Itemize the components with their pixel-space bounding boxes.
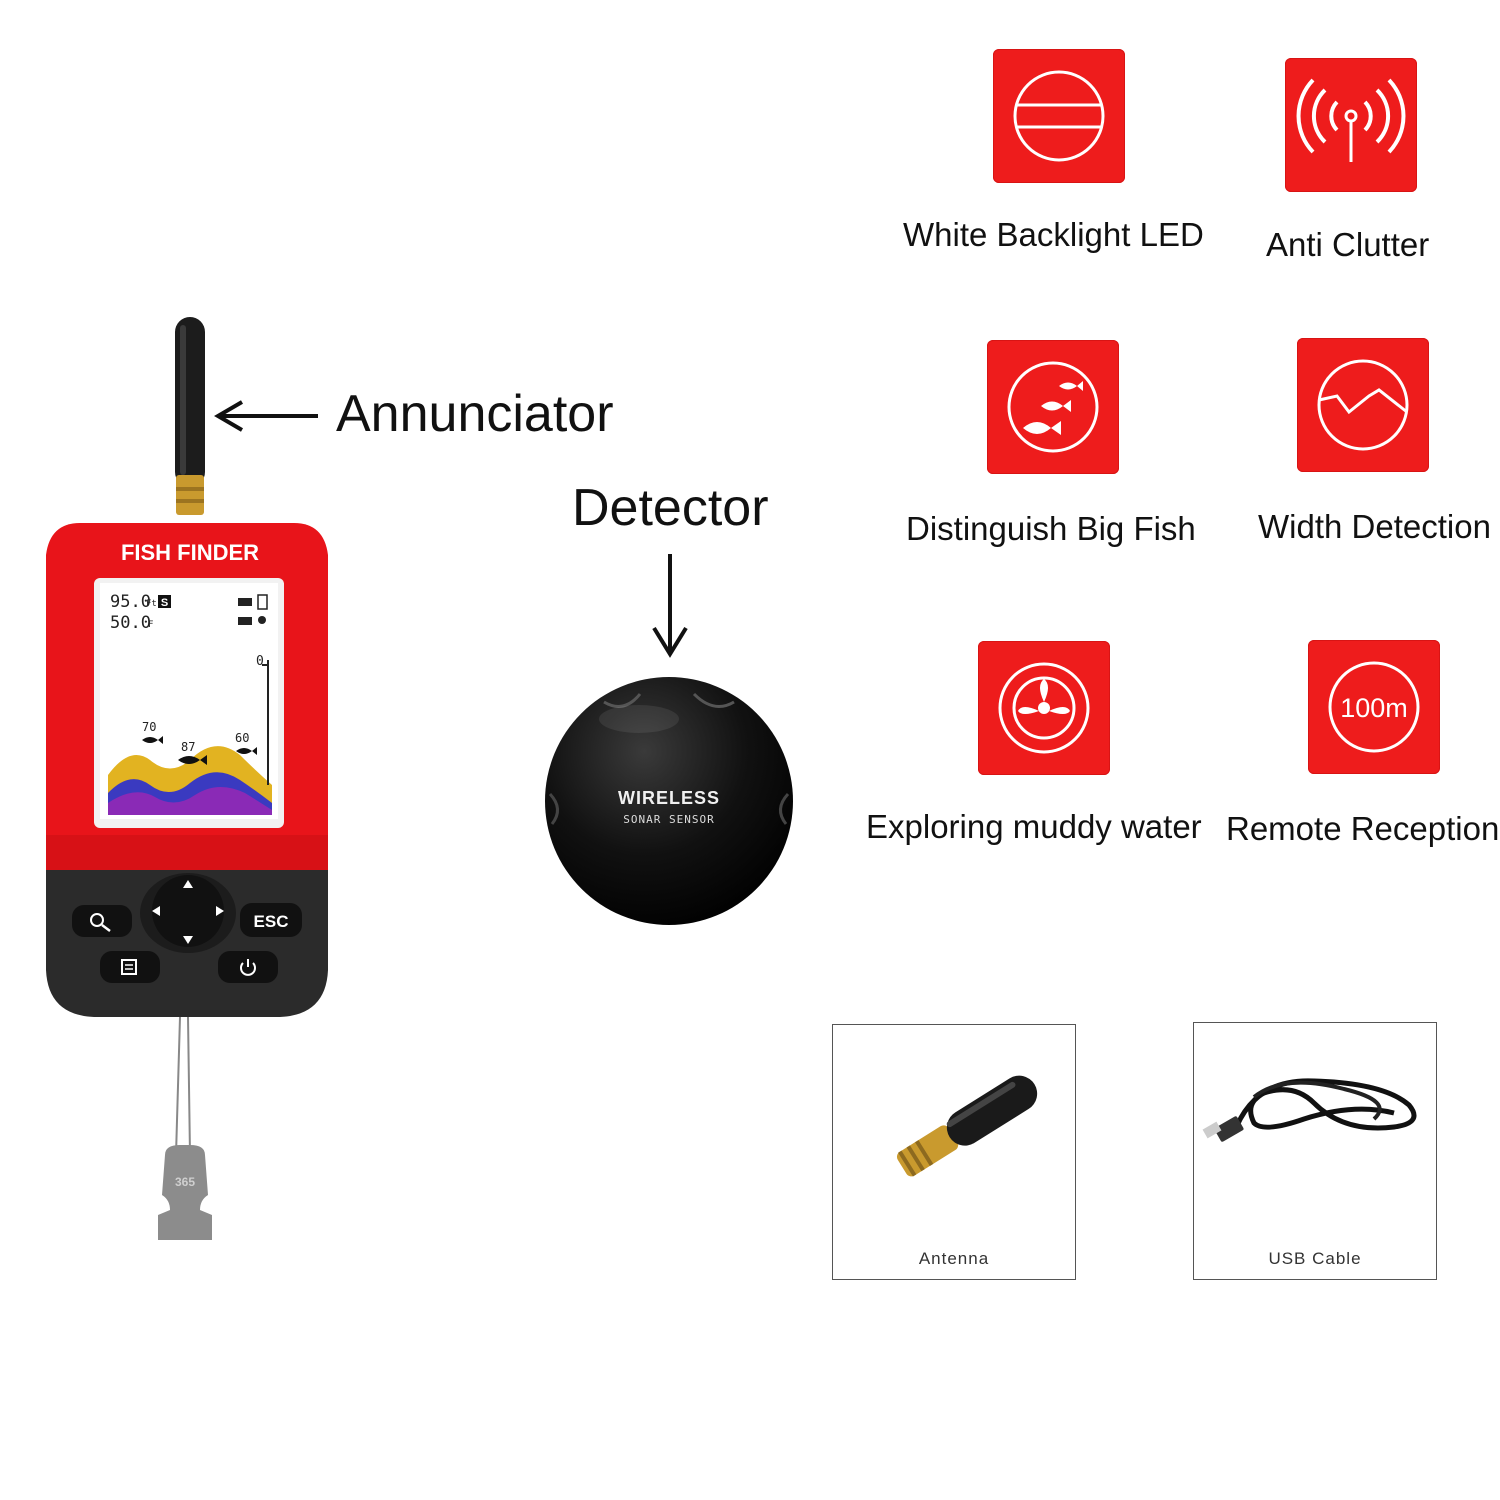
- signal-icon: [1296, 78, 1406, 162]
- nav-right-icon: [216, 906, 224, 916]
- feature-tile-remote-reception: 100m: [1308, 640, 1440, 774]
- lanyard-tag: [158, 1145, 212, 1240]
- sonar-sensor: WIRELESS SONAR SENSOR: [544, 674, 794, 928]
- accessory-card-usb-cable: USB Cable: [1193, 1022, 1437, 1280]
- mode-badge: S: [161, 597, 168, 609]
- feature-label-anti-clutter: Anti Clutter: [1266, 226, 1430, 263]
- wave-icon: [1317, 359, 1409, 451]
- fish-finder-device: 365 FISH FINDER 95.0 Ft S 50.0 F 0 70 87…: [40, 315, 340, 1255]
- usb-cable-icon: [1202, 1078, 1417, 1142]
- feature-tile-width-detection: [1297, 338, 1429, 472]
- fish-icon: [142, 736, 163, 744]
- scale-top-label: 0: [256, 654, 264, 669]
- feature-label-muddy-water: Exploring muddy water: [866, 808, 1202, 845]
- fish-depth-2: 87: [181, 740, 195, 754]
- menu-icon: [121, 959, 137, 975]
- fish-alarm-icon: [258, 616, 266, 624]
- feature-label-width-detection: Width Detection: [1258, 508, 1491, 545]
- power-icon: [240, 962, 256, 976]
- fish-depth-1: 70: [142, 720, 156, 734]
- feature-tile-backlight: [993, 49, 1125, 183]
- zoom-icon: [90, 913, 104, 927]
- detector-arrow-icon: [652, 554, 688, 658]
- sensor-icon: [238, 598, 252, 606]
- nav-down-icon: [183, 936, 193, 944]
- depth-reading: 95.0: [110, 592, 151, 612]
- annunciator-arrow-icon: [214, 400, 318, 432]
- lanyard-string: [175, 1016, 191, 1156]
- fish-icon: [236, 747, 257, 755]
- depth-unit: Ft: [146, 599, 157, 609]
- sensor-line2: SONAR SENSOR: [623, 813, 714, 826]
- fish-icon: [178, 755, 207, 765]
- feature-label-backlight: White Backlight LED: [903, 216, 1204, 253]
- antenna-connector: [176, 475, 204, 515]
- feature-label-remote-reception: Remote Reception: [1226, 810, 1500, 847]
- antenna-accessory-icon: [896, 1075, 1038, 1177]
- nav-up-icon: [183, 880, 193, 888]
- antenna-rod: [175, 317, 205, 487]
- range-icon: 100m: [1328, 661, 1420, 753]
- sensor-line1: WIRELESS: [618, 788, 720, 808]
- sonar-sensor-illustration: WIRELESS SONAR SENSOR: [545, 677, 793, 925]
- light-icon: [238, 617, 252, 625]
- accessory-card-antenna: Antenna: [832, 1024, 1076, 1280]
- detector-label: Detector: [572, 479, 769, 537]
- esc-button: [240, 903, 302, 937]
- feature-tile-anti-clutter: [1285, 58, 1417, 192]
- fish-depth-3: 60: [235, 731, 249, 745]
- propeller-icon: [998, 662, 1090, 754]
- backlight-icon: [1013, 70, 1105, 162]
- brand-label: FISH FINDER: [121, 540, 259, 565]
- feature-label-big-fish: Distinguish Big Fish: [906, 510, 1196, 547]
- feature-tile-big-fish: [987, 340, 1119, 474]
- accessory-label-antenna: Antenna: [918, 1249, 990, 1268]
- fish-school-icon: [1007, 361, 1099, 453]
- menu-button: [100, 951, 160, 983]
- accessory-label-usb-cable: USB Cable: [1268, 1249, 1362, 1268]
- fish-finder-illustration: 365 FISH FINDER 95.0 Ft S 50.0 F 0 70 87…: [46, 317, 328, 1240]
- feature-tile-muddy-water: [978, 641, 1110, 775]
- nav-left-icon: [152, 906, 160, 916]
- temp-unit: F: [148, 620, 153, 630]
- annunciator-label: Annunciator: [336, 385, 614, 443]
- lanyard-tag-label: 365: [175, 1175, 195, 1189]
- battery-icon: [257, 594, 268, 610]
- temp-reading: 50.0: [110, 613, 151, 633]
- esc-label: ESC: [254, 912, 289, 931]
- range-icon-text: 100m: [1340, 693, 1408, 723]
